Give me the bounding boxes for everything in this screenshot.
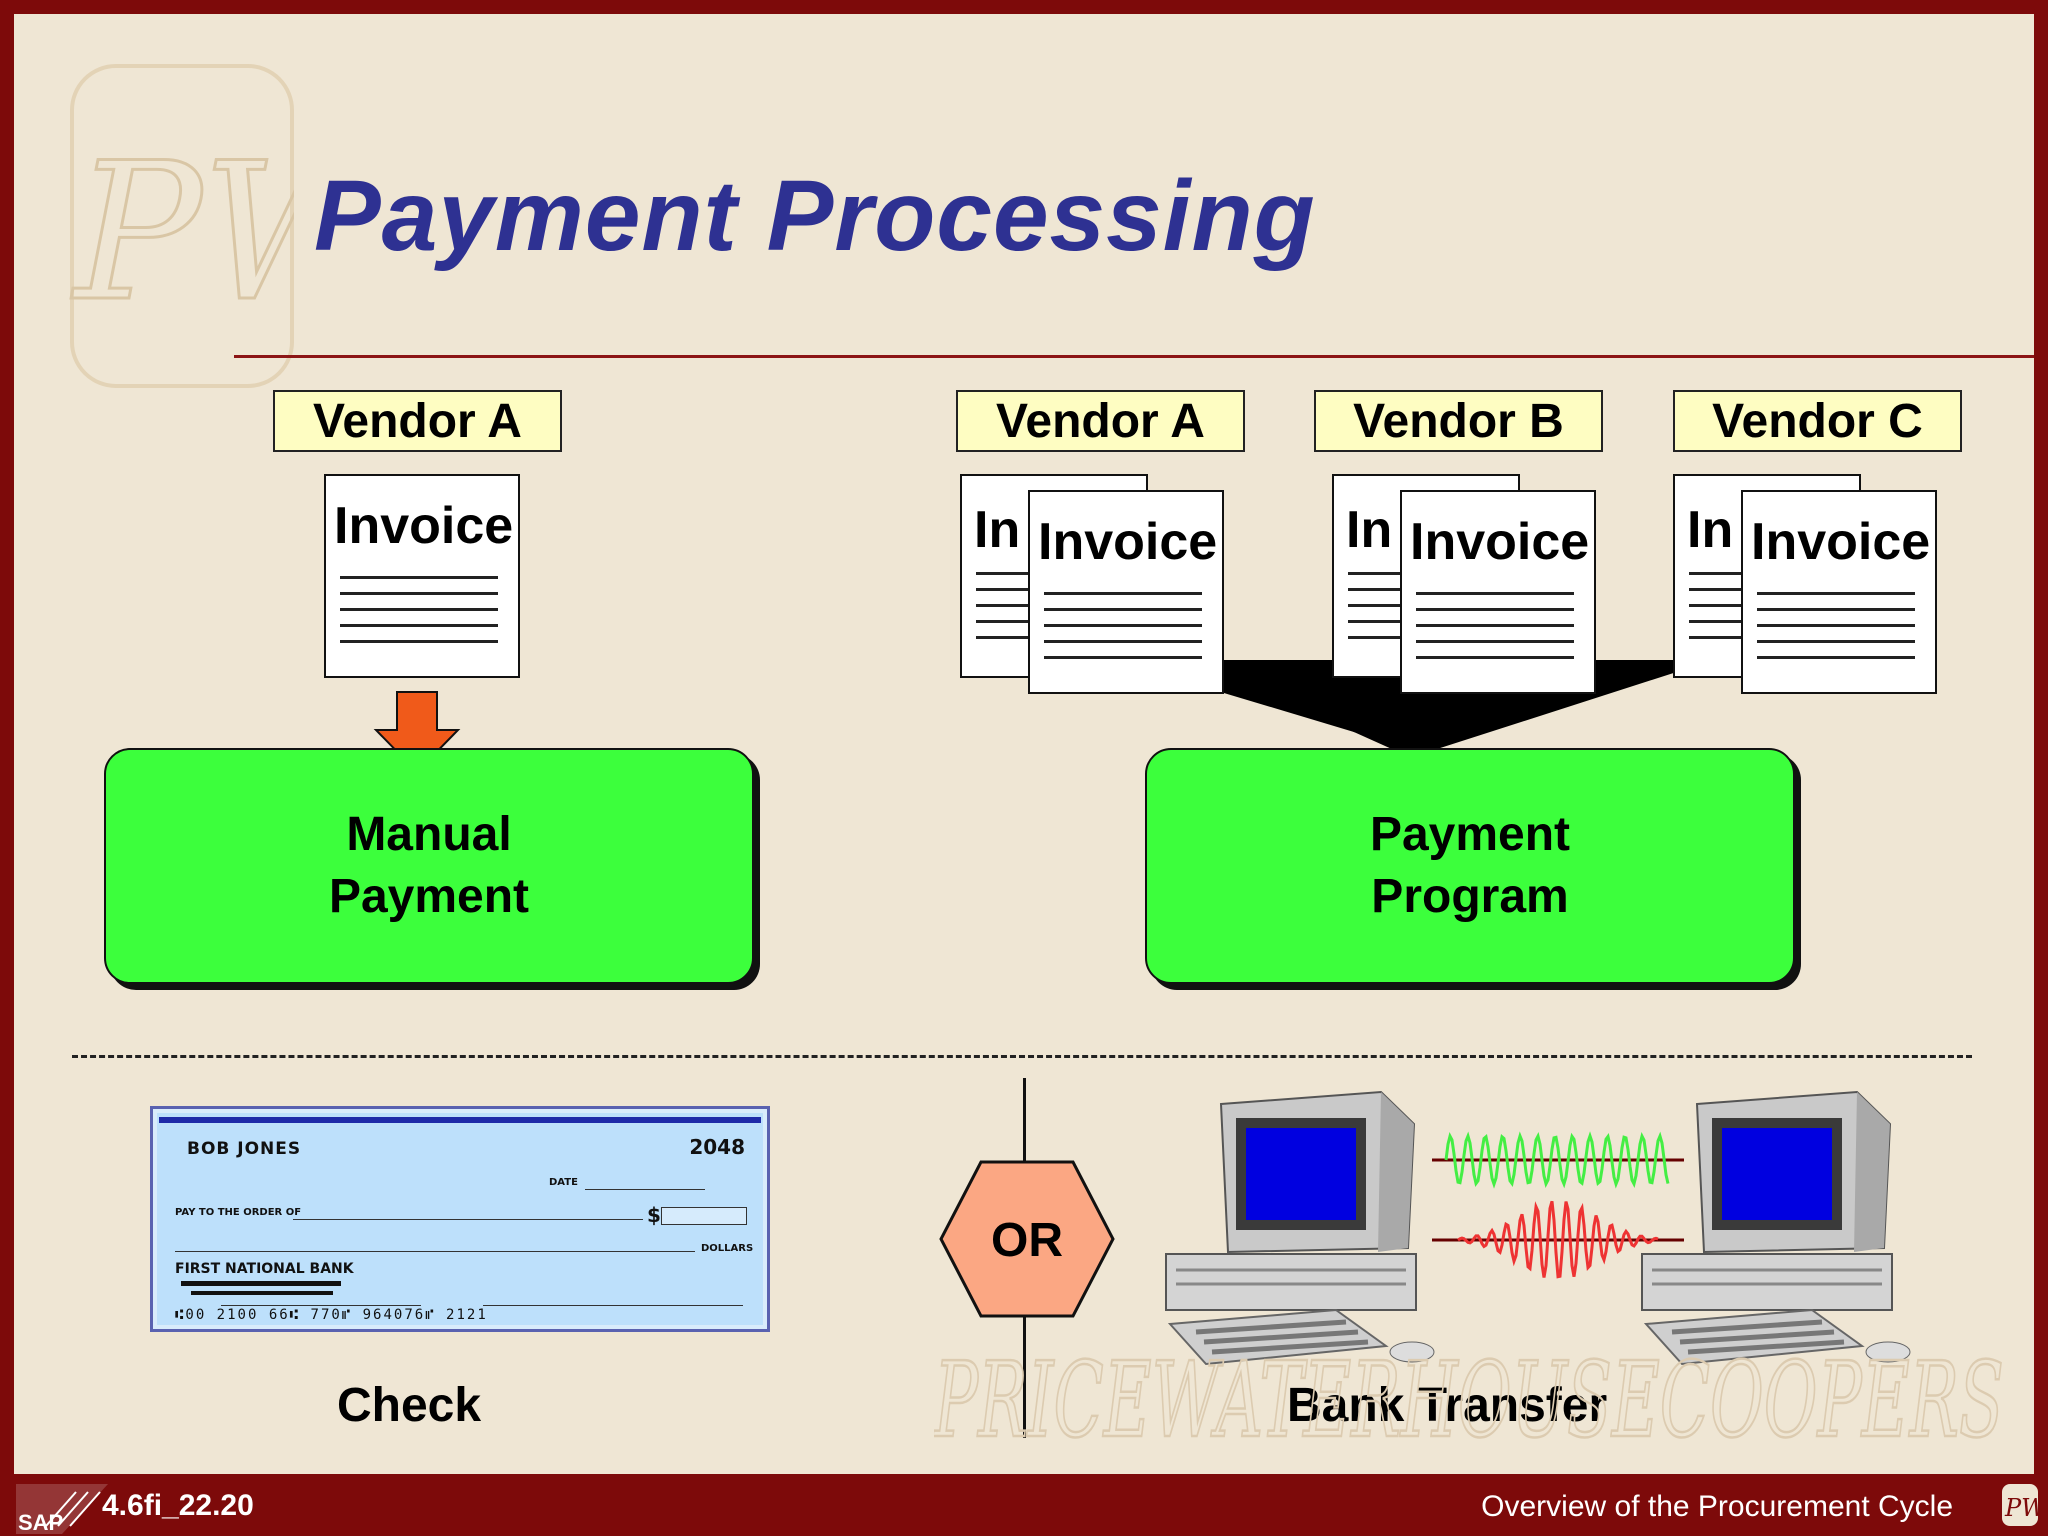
check-memo-line: [221, 1305, 421, 1306]
check-words-line: [175, 1251, 695, 1252]
invoice-lines: [1757, 592, 1915, 672]
invoice-label: Invoice: [334, 497, 514, 555]
vendor-c-label: Vendor C: [1673, 390, 1962, 452]
check-amount-box: [661, 1207, 747, 1225]
check-signature-line: [483, 1305, 743, 1306]
check-dollar-sign: $: [647, 1203, 661, 1227]
sap-logo: SAP: [16, 1484, 108, 1534]
slide: PW Payment Processing Vendor A Invoice M…: [14, 14, 2034, 1474]
invoice-label: In: [1687, 501, 1734, 559]
check-bank-bar: [191, 1291, 333, 1295]
computer-left-icon: [1165, 1090, 1435, 1366]
invoice-label: Invoice: [1751, 513, 1931, 571]
invoice-label: In: [1346, 501, 1393, 559]
bank-transfer-caption: Bank Transfer: [1287, 1379, 1608, 1432]
invoice-c: Invoice: [1741, 490, 1937, 694]
section-divider: [72, 1055, 1972, 1058]
check-bank-bar: [181, 1281, 341, 1286]
check-dollars-label: DOLLARS: [701, 1243, 754, 1254]
manual-vendor-label: Vendor A: [273, 390, 562, 452]
check-date-line: [585, 1189, 705, 1190]
invoice-lines: [1416, 592, 1574, 672]
slide-id: 4.6fi_22.20: [102, 1489, 254, 1522]
check-band: [159, 1117, 761, 1123]
watermark-text: PRICEWATERHOUSECOOPERS: [934, 1339, 2004, 1461]
check-number: 2048: [689, 1135, 745, 1159]
watermark: PRICEWATERHOUSECOOPERS: [934, 1338, 2005, 1463]
invoice-label: Invoice: [1038, 513, 1218, 571]
title-divider: [234, 355, 2034, 358]
invoice-label: In: [974, 501, 1021, 559]
invoice-a: Invoice: [1028, 490, 1224, 694]
process-line: Payment: [1369, 808, 1571, 861]
check-payer: BOB JONES: [187, 1139, 302, 1159]
check-bank-name: FIRST NATIONAL BANK: [175, 1261, 354, 1277]
check-caption: Check: [337, 1379, 482, 1432]
invoice-lines: [1044, 592, 1202, 672]
check-payto-line: [293, 1219, 643, 1220]
small-logo-text: PW: [2004, 1494, 2040, 1522]
logo-text: PW: [71, 122, 294, 343]
check-payto-label: PAY TO THE ORDER OF: [175, 1207, 302, 1218]
manual-payment-box: Manual Payment: [104, 748, 754, 984]
invoice-label: Invoice: [1410, 513, 1590, 571]
computer-right-icon: [1641, 1090, 1911, 1366]
check-image: BOB JONES 2048 DATE PAY TO THE ORDER OF …: [150, 1106, 770, 1332]
invoice-lines: [340, 576, 498, 656]
signal-waves-icon: [1432, 1131, 1684, 1279]
vendor-a-label: Vendor A: [956, 390, 1245, 452]
invoice-b: Invoice: [1400, 490, 1596, 694]
process-line: Manual: [346, 808, 512, 861]
sap-text: SAP: [18, 1510, 63, 1534]
pwc-small-logo: PW: [2002, 1484, 2040, 1526]
process-line: Program: [1371, 870, 1569, 923]
check-date-label: DATE: [549, 1177, 578, 1188]
pwc-logo: PW: [70, 64, 294, 388]
manual-invoice: Invoice: [324, 474, 520, 678]
page-title: Payment Processing: [314, 160, 1316, 272]
footer-title: Overview of the Procurement Cycle: [1481, 1490, 1953, 1523]
payment-program-box: Payment Program: [1145, 748, 1795, 984]
or-hexagon: OR: [939, 1160, 1115, 1318]
or-label: OR: [991, 1214, 1063, 1267]
check-micr: ⑆00 2100 66⑆ 770⑈ 964076⑈ 2121: [175, 1307, 488, 1323]
process-line: Payment: [328, 870, 530, 923]
vendor-b-label: Vendor B: [1314, 390, 1603, 452]
